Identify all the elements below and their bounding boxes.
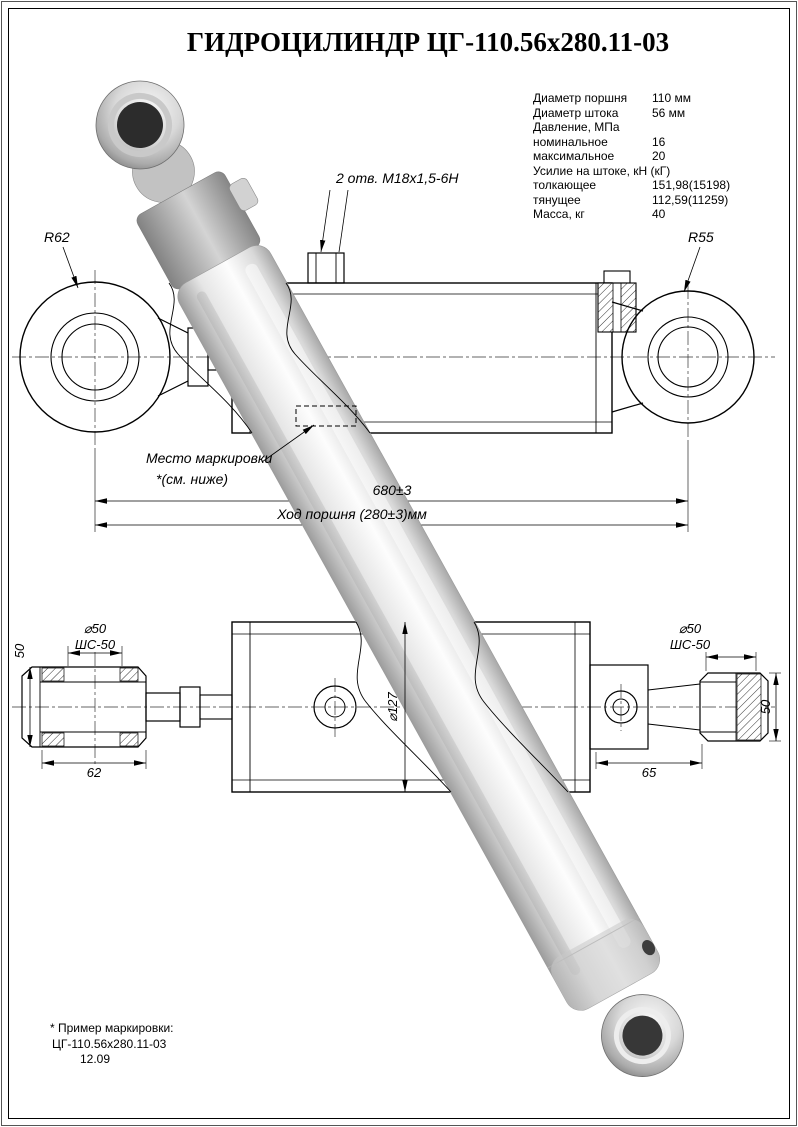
stroke-dim: Ход поршня (280±3)мм — [276, 506, 427, 522]
spec-value: 16 — [652, 135, 666, 149]
spec-label: номинальное — [533, 135, 608, 149]
left-rod-end — [21, 666, 233, 748]
spec-value: 56 мм — [652, 106, 685, 120]
right-offset-dim — [595, 744, 703, 769]
spec-label: максимальное — [533, 149, 614, 163]
footnote: * Пример маркировки: ЦГ-110.56х280.11-03… — [50, 1021, 174, 1066]
render-body — [177, 245, 660, 1011]
port-boss — [307, 252, 345, 284]
right-dia-dim — [705, 652, 757, 671]
spec-label: толкающее — [533, 178, 596, 192]
page-title: ГИДРОЦИЛИНДР ЦГ-110.56х280.11-03 — [187, 27, 669, 57]
left-eye — [19, 281, 171, 433]
footnote-line1: * Пример маркировки: — [50, 1021, 174, 1035]
left-bore-dia: ⌀50 — [84, 621, 107, 636]
right-rod-end — [589, 664, 769, 750]
footnote-line3: 12.09 — [80, 1052, 110, 1066]
port-knob — [229, 177, 259, 211]
left-offset-dim — [41, 750, 147, 769]
bottom-eye-hole — [622, 1015, 663, 1056]
spec-value: 20 — [652, 149, 666, 163]
top-view — [12, 252, 775, 448]
right-port-section — [597, 270, 637, 333]
cylinder-3d-render — [95, 80, 684, 1077]
right-width: 50 — [758, 699, 773, 714]
spec-value: 151,98(15198) — [652, 178, 730, 192]
left-dia-dim — [67, 646, 123, 666]
body-dia: ⌀127 — [385, 691, 400, 721]
spec-table: Диаметр поршня 110 мм Диаметр штока 56 м… — [533, 91, 730, 221]
top-eye-hole — [117, 102, 163, 148]
marking-leader — [261, 424, 315, 463]
spec-label: тянущее — [533, 193, 581, 207]
spec-label: Масса, кг — [533, 207, 585, 221]
spec-value: 112,59(11259) — [652, 193, 728, 207]
break-lines — [168, 282, 569, 793]
right-bore-dia: ⌀50 — [679, 621, 702, 636]
bottom-annotations: ⌀50 ШС-50 50 62 ⌀50 ШС-50 50 — [12, 621, 781, 792]
spec-label: Диаметр штока — [533, 106, 619, 120]
right-offset: 65 — [642, 765, 657, 780]
right-bearing: ШС-50 — [670, 637, 711, 652]
bottom-view — [12, 621, 775, 793]
spec-value: 110 мм — [652, 91, 691, 105]
left-radius-label: R62 — [44, 229, 70, 245]
left-bearing: ШС-50 — [75, 637, 116, 652]
side-port-hole — [642, 940, 656, 956]
spec-label: Диаметр поршня — [533, 91, 627, 105]
right-width-dim — [769, 672, 781, 742]
marking-note: *(см. ниже) — [156, 471, 228, 487]
left-width: 50 — [12, 643, 27, 658]
spec-label: Усилие на штоке, кН (кГ) — [533, 164, 670, 178]
spec-value: 40 — [652, 207, 666, 221]
right-radius-label: R55 — [688, 229, 714, 245]
marking-label: Место маркировки — [146, 450, 273, 466]
holes-label: 2 отв. М18х1,5-6Н — [335, 170, 459, 186]
top-annotations: 2 отв. М18х1,5-6Н R62 R55 Место маркиров… — [44, 170, 714, 522]
overall-length-dim: 680±3 — [373, 482, 412, 498]
spec-label: Давление, МПа — [533, 120, 620, 134]
footnote-line2: ЦГ-110.56х280.11-03 — [52, 1037, 167, 1051]
left-offset: 62 — [87, 765, 102, 780]
